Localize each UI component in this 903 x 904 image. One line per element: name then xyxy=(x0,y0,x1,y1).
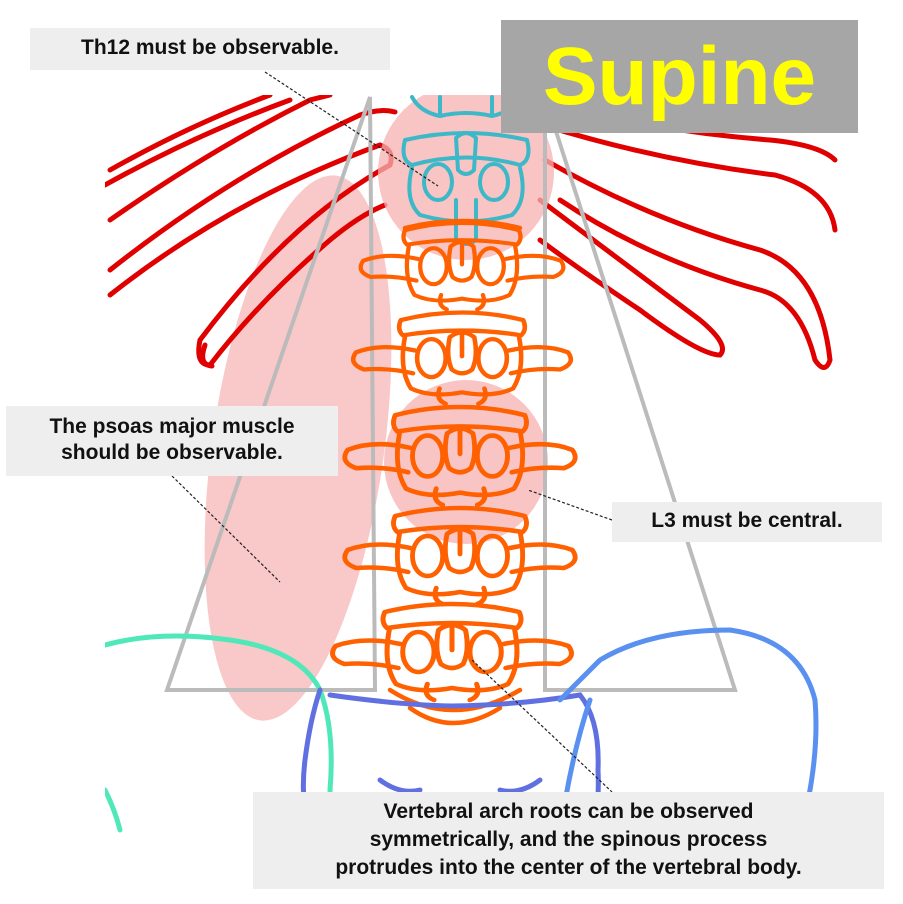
arch-callout-line2: symmetrically, and the spinous process xyxy=(369,828,768,851)
l3-callout-text: L3 must be central. xyxy=(651,509,843,532)
title-banner: Supine xyxy=(501,20,858,133)
arch-callout-line1: Vertebral arch roots can be observed xyxy=(383,800,754,823)
th12-callout: Th12 must be observable. xyxy=(30,28,390,70)
lumbar-vertebrae xyxy=(333,218,576,726)
arch-callout: Vertebral arch roots can be observed sym… xyxy=(253,792,884,889)
l3-highlight xyxy=(384,380,548,544)
ribs-right xyxy=(517,95,838,370)
th12-callout-text: Th12 must be observable. xyxy=(81,36,339,59)
guide-triangles xyxy=(164,96,738,692)
psoas-callout: The psoas major muscle should be observa… xyxy=(6,406,338,476)
arch-callout-line3: protrudes into the center of the vertebr… xyxy=(335,856,802,879)
title-text: Supine xyxy=(542,30,817,122)
psoas-callout-line1: The psoas major muscle xyxy=(49,415,295,438)
leader-lines xyxy=(171,71,613,793)
ribs-left xyxy=(105,95,398,369)
l3-callout: L3 must be central. xyxy=(612,502,882,542)
psoas-callout-line2: should be observable. xyxy=(61,441,283,464)
